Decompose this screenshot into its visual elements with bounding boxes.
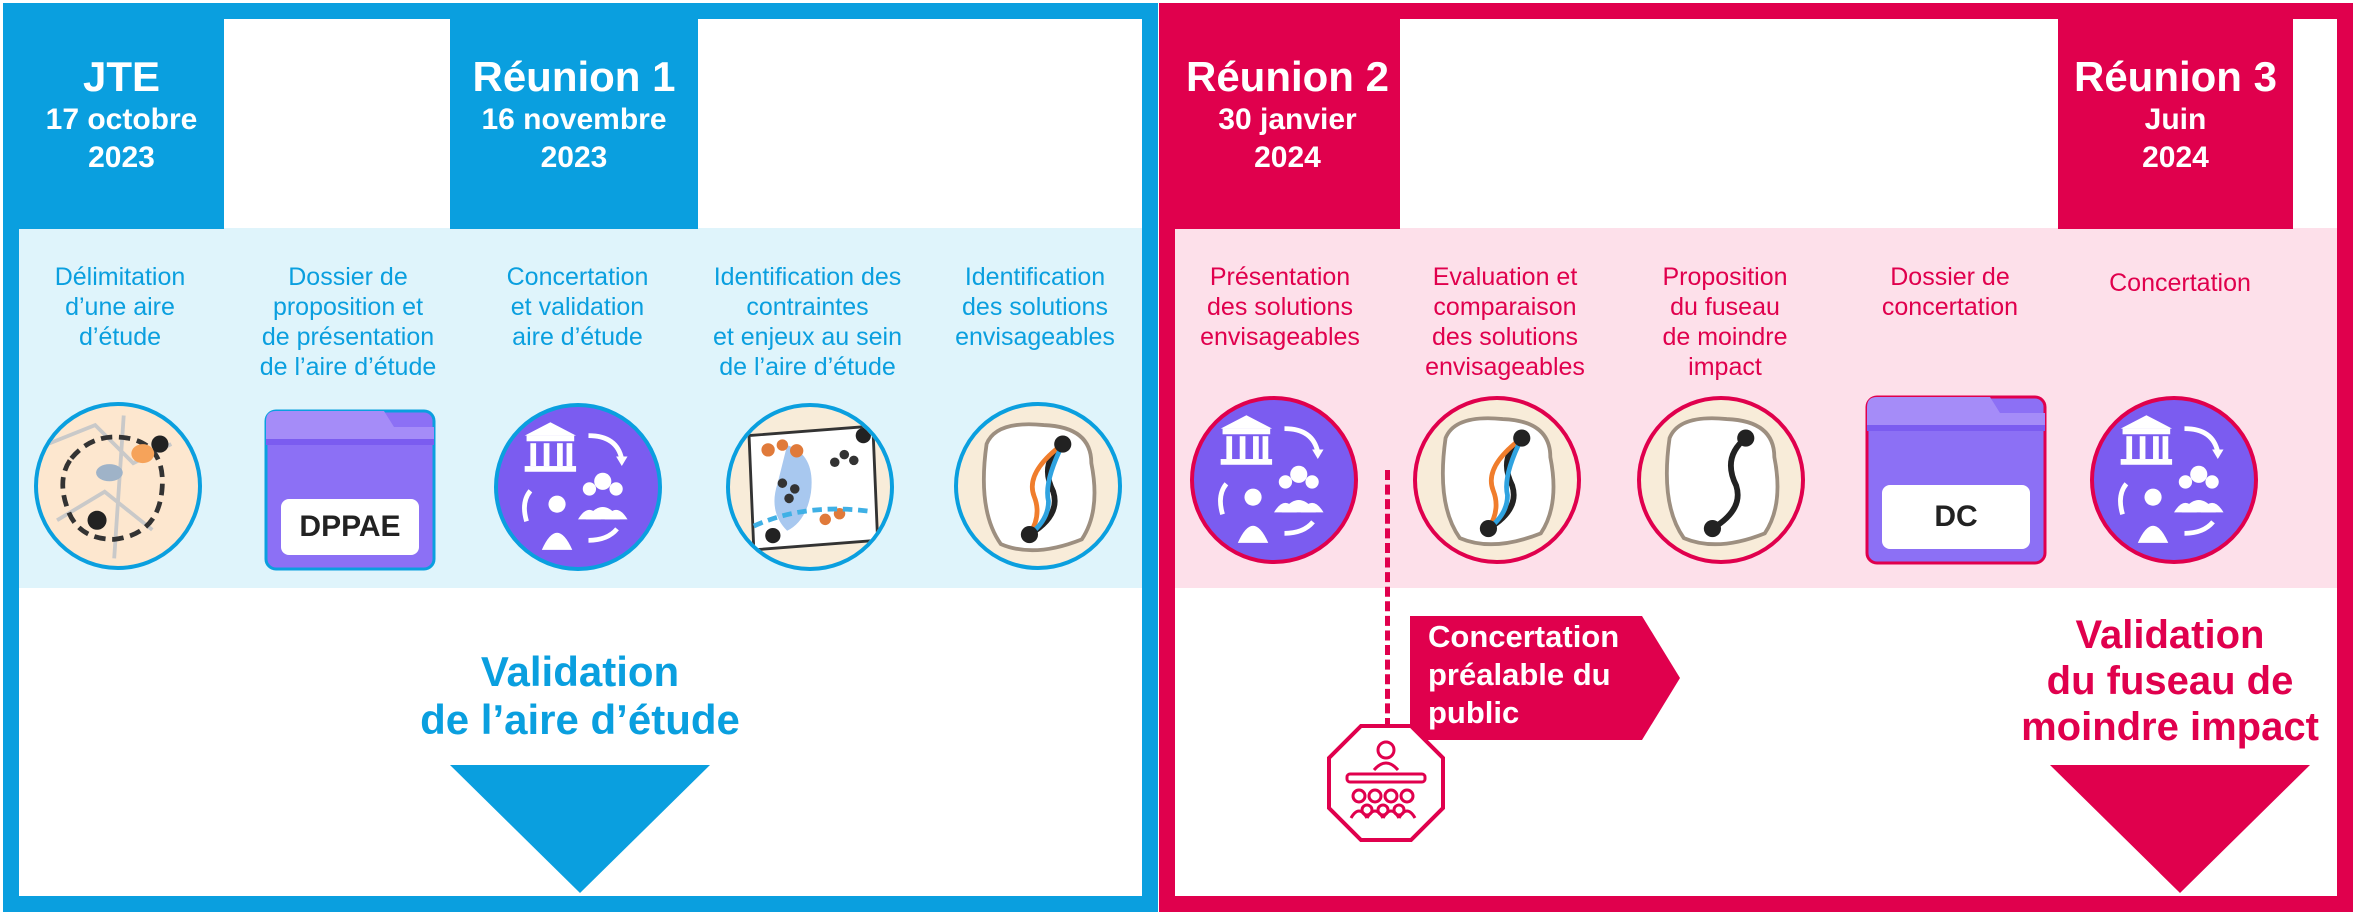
step-evaluation-comparaison: Evaluation et comparaison des solutions … xyxy=(1400,262,1610,382)
concertation-prealable-label: Concertation préalable du public xyxy=(1428,618,1668,732)
step-line: Dossier de xyxy=(288,263,408,291)
step-identification-contraintes: Identification des contraintes et enjeux… xyxy=(695,262,920,382)
step-line: envisageables xyxy=(955,323,1115,351)
header-title: Réunion 2 xyxy=(1185,53,1389,100)
validation-line: moindre impact xyxy=(2021,705,2319,749)
folder-icon: DC xyxy=(1865,395,2047,565)
concertation-line: préalable du xyxy=(1428,657,1611,692)
step-line: Concertation xyxy=(2109,269,2251,297)
header-year: 2023 xyxy=(540,141,608,174)
step-line: proposition et xyxy=(272,293,424,321)
step-concertation: Concertation xyxy=(2075,268,2285,298)
map-study-area-icon xyxy=(34,402,202,570)
header-title: JTE xyxy=(82,53,161,100)
header-year: 2023 xyxy=(88,141,155,174)
step-line: Identification xyxy=(964,263,1106,291)
dashed-connector xyxy=(1385,470,1390,728)
arrow-down-icon xyxy=(450,765,710,893)
folder-icon: DPPAE xyxy=(264,409,436,571)
step-line: de présentation xyxy=(261,323,435,351)
phase-1-panel xyxy=(3,3,1158,912)
step-line: d’une aire xyxy=(65,293,175,321)
step-dossier-concertation: Dossier de concertation xyxy=(1850,262,2050,322)
step-line: Présentation xyxy=(1209,263,1351,291)
step-line: de l’aire d’étude xyxy=(259,353,437,381)
route-solutions-icon xyxy=(1413,396,1581,564)
fuseau-route-icon xyxy=(1637,396,1805,564)
step-line: aire d’étude xyxy=(512,323,643,351)
header-year: 2024 xyxy=(2142,141,2209,174)
header-date: 16 novembre xyxy=(481,103,667,136)
validation-fuseau: Validation du fuseau de moindre impact xyxy=(1990,612,2350,750)
step-line: Dossier de xyxy=(1890,263,2010,291)
concertation-line: Concertation xyxy=(1428,619,1620,654)
header-reunion-3: Réunion 3 Juin 2024 xyxy=(2058,19,2293,229)
step-line: Identification des xyxy=(713,263,902,291)
step-line: d’étude xyxy=(78,323,162,351)
route-solutions-icon xyxy=(954,402,1122,570)
step-line: comparaison xyxy=(1433,293,1577,321)
step-line: envisageables xyxy=(1200,323,1360,351)
header-reunion-2: Réunion 2 30 janvier 2024 xyxy=(1175,19,1400,229)
step-line: des solutions xyxy=(962,293,1108,321)
step-line: de l’aire d’étude xyxy=(719,353,896,381)
step-line: et validation xyxy=(510,293,645,321)
step-line: Concertation xyxy=(506,263,649,291)
governance-cycle-icon xyxy=(1190,396,1358,564)
arrow-down-icon xyxy=(2050,765,2310,893)
step-proposition-fuseau: Proposition du fuseau de moindre impact xyxy=(1625,262,1825,382)
header-reunion-1: Réunion 1 16 novembre 2023 xyxy=(450,19,698,229)
step-line: du fuseau xyxy=(1670,293,1780,321)
validation-line: de l’aire d’étude xyxy=(420,696,740,743)
step-line: Délimitation xyxy=(54,263,186,291)
step-line: des solutions xyxy=(1432,323,1578,351)
governance-cycle-icon xyxy=(494,403,662,571)
step-line: impact xyxy=(1688,353,1762,381)
header-year: 2024 xyxy=(1254,141,1321,174)
validation-line: Validation xyxy=(480,648,680,695)
header-date: 30 janvier xyxy=(1218,103,1357,136)
validation-aire-etude: Validation de l’aire d’étude xyxy=(380,648,780,744)
step-delimitation: Délimitation d’une aire d’étude xyxy=(20,262,220,352)
public-meeting-icon xyxy=(1327,724,1445,842)
step-line: et enjeux au sein xyxy=(712,323,903,351)
step-line: concertation xyxy=(1881,293,2019,321)
step-line: contraintes xyxy=(746,293,869,321)
header-title: Réunion 1 xyxy=(472,53,676,100)
step-dossier-proposition: Dossier de proposition et de présentatio… xyxy=(238,262,458,382)
header-title: Réunion 3 xyxy=(2073,53,2277,100)
step-concertation-validation: Concertation et validation aire d’étude xyxy=(475,262,680,352)
header-jte: JTE 17 octobre 2023 xyxy=(19,19,224,229)
header-date: Juin xyxy=(2144,103,2207,136)
folder-label-dppae: DPPAE xyxy=(281,499,419,555)
concertation-line: public xyxy=(1428,695,1520,730)
step-line: Evaluation et xyxy=(1432,263,1578,291)
folder-label-dc: DC xyxy=(1882,485,2030,549)
header-date: 17 octobre xyxy=(45,103,198,136)
validation-line: Validation xyxy=(2075,613,2265,657)
step-identification-solutions: Identification des solutions envisageabl… xyxy=(935,262,1135,352)
step-line: Proposition xyxy=(1662,263,1788,291)
step-presentation-solutions: Présentation des solutions envisageables xyxy=(1180,262,1380,352)
step-line: envisageables xyxy=(1425,353,1585,381)
step-line: de moindre xyxy=(1662,323,1788,351)
validation-line: du fuseau de xyxy=(2046,659,2294,703)
phase-2-panel xyxy=(1159,3,2353,912)
governance-cycle-icon xyxy=(2090,396,2258,564)
constraints-map-icon xyxy=(726,403,894,571)
concertation-flag xyxy=(1410,616,1680,740)
step-line: des solutions xyxy=(1207,293,1353,321)
